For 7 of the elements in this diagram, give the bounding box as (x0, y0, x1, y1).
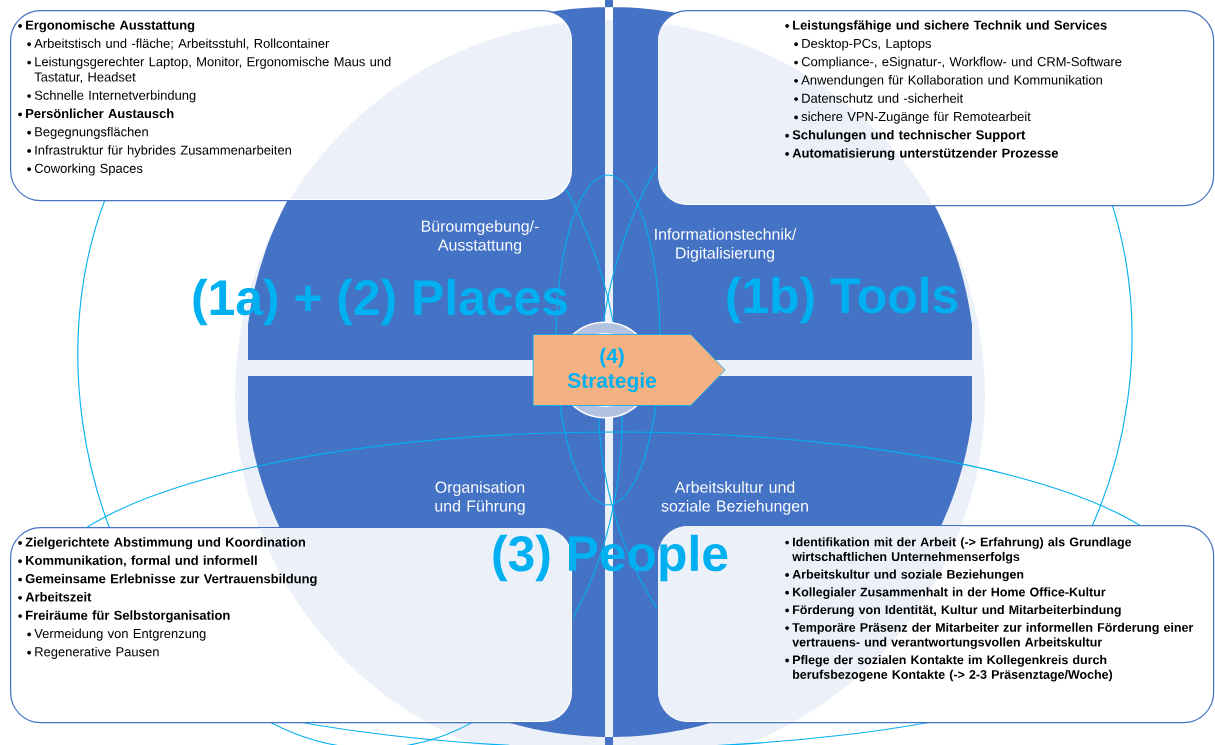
text-box: Leistungsfähige und sichere Technik und Services Desktop-PCs, Laptops Compliance-, eSignatur-, Workflow- und CRM-Software Anwendungen für Kollaboration und Kommunikation Datenschutz und -sicherheit sichere VPN-Zugänge für Remotearbeit Schulungen und technischer Support Automatisierung unterstützender Prozesse (657, 10, 1215, 207)
area-title: (1b) Tools (727, 276, 958, 324)
quadrant-label: Informationstechnik/ Digitalisierung (655, 228, 797, 262)
text-box: Ergonomische Ausstattung Arbeitstisch und -fläche; Arbeitsstuhl, Rollcontainer Leistungsgerechter Laptop, Monitor, Ergonomische Maus und Tastatur, Headset Schnelle Internetverbindung Persönlicher Austausch Begegnungsflächen Infrastruktur für hybrides Zusammenarbeiten Coworking Spaces (10, 10, 574, 202)
quadrant-label: Büroumgebung/- Ausstattung (421, 220, 539, 254)
quadrant-label: Arbeitskultur und soziale Beziehungen (661, 481, 808, 515)
quadrant-label: Organisation und Führung (435, 481, 525, 515)
